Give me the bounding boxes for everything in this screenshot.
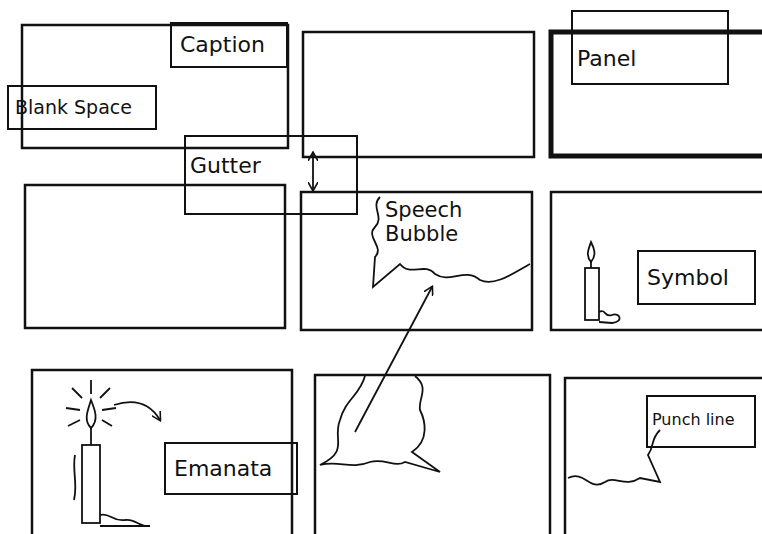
label-text: Punch line (652, 411, 754, 429)
panel-label: Panel (571, 10, 729, 85)
label-text: Panel (577, 46, 727, 71)
comic-panel (32, 370, 292, 534)
emanata-ray (102, 408, 116, 410)
label-text: Blank Space (15, 97, 155, 119)
candle-symbol (585, 268, 599, 320)
comic-panel (551, 192, 762, 330)
candle-wick (90, 428, 92, 445)
emanata-ray (90, 380, 92, 394)
gutter-arrow (312, 153, 314, 190)
comic-panel (565, 378, 762, 534)
comic-panel (301, 192, 532, 330)
bubble-path (372, 197, 530, 287)
label-text: Emanata (174, 456, 296, 481)
label-text: Symbol (647, 265, 754, 290)
label-text: Caption (180, 32, 286, 57)
comic-panel (315, 375, 550, 534)
comic-panel-highlighted (551, 32, 762, 156)
wax-puddle (599, 311, 620, 323)
speech-bubble-outline (320, 376, 440, 472)
curved-arrow (114, 402, 160, 420)
punch-line-label: Punch line (646, 395, 756, 448)
comic-panel (303, 32, 534, 157)
label-text: Speech Bubble (385, 198, 495, 246)
comic-panel (25, 185, 285, 328)
symbol-label: Symbol (637, 250, 756, 305)
emanata-ray (66, 408, 80, 410)
speech-bubble: Speech Bubble (365, 192, 535, 297)
label-text: Gutter (190, 153, 356, 178)
candle-flame (87, 400, 96, 428)
caption-label: Caption (170, 22, 288, 68)
emanata-ray (102, 420, 112, 426)
blank-space-label: Blank Space (7, 85, 157, 130)
candle-symbol (82, 445, 100, 523)
emanata-rays (66, 380, 116, 426)
leader-arrow (355, 287, 432, 432)
emanata-label: Emanata (164, 442, 298, 495)
gutter-label: Gutter (184, 135, 358, 215)
emanata-ray (72, 388, 82, 398)
wax-drips (74, 455, 150, 526)
emanata-ray (100, 388, 110, 398)
candle-wick (590, 262, 592, 268)
candle-flame (588, 242, 595, 262)
emanata-ray (68, 420, 80, 426)
